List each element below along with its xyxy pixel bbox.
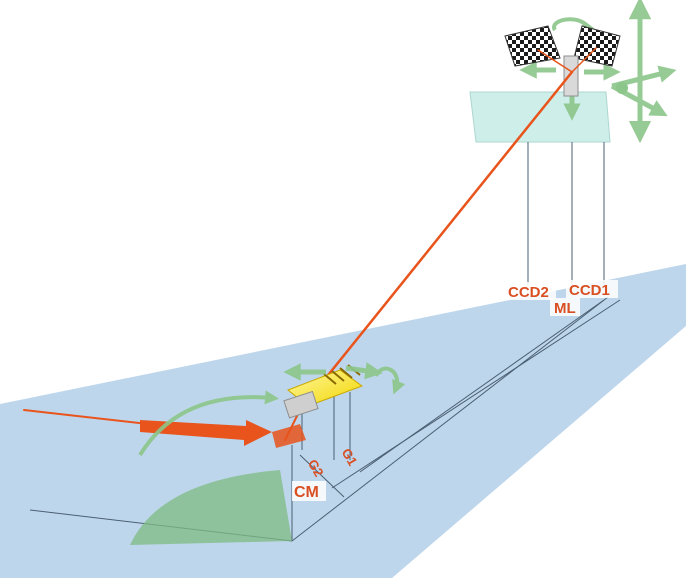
- grating-motion-arrows: [138, 362, 406, 457]
- incident-beam-arrow: [140, 420, 272, 446]
- label-ml: ML: [554, 300, 576, 317]
- diffracted-beam: [298, 70, 574, 412]
- checkerboard-ccd2-icon: [504, 25, 561, 67]
- incident-beam: [23, 409, 149, 425]
- grating-assembly: [283, 364, 364, 419]
- rotation-sweep-area: [130, 470, 292, 545]
- labels: CCD2 CCD1 ML G2 G1 CM: [292, 280, 618, 501]
- label-ccd1: CCD1: [569, 282, 610, 299]
- pivot-ball-icon: [616, 82, 628, 94]
- mirror-ml: [563, 55, 579, 97]
- ccd2-detector: [504, 25, 561, 67]
- label-cm: CM: [294, 484, 319, 501]
- ccd1-detector: [573, 25, 621, 67]
- floor-plane: [0, 264, 686, 578]
- checkerboard-ccd1-icon: [573, 25, 621, 67]
- label-ccd2: CCD2: [508, 284, 549, 301]
- detector-stage-plane: [469, 91, 611, 143]
- mirror-cm: [272, 424, 306, 448]
